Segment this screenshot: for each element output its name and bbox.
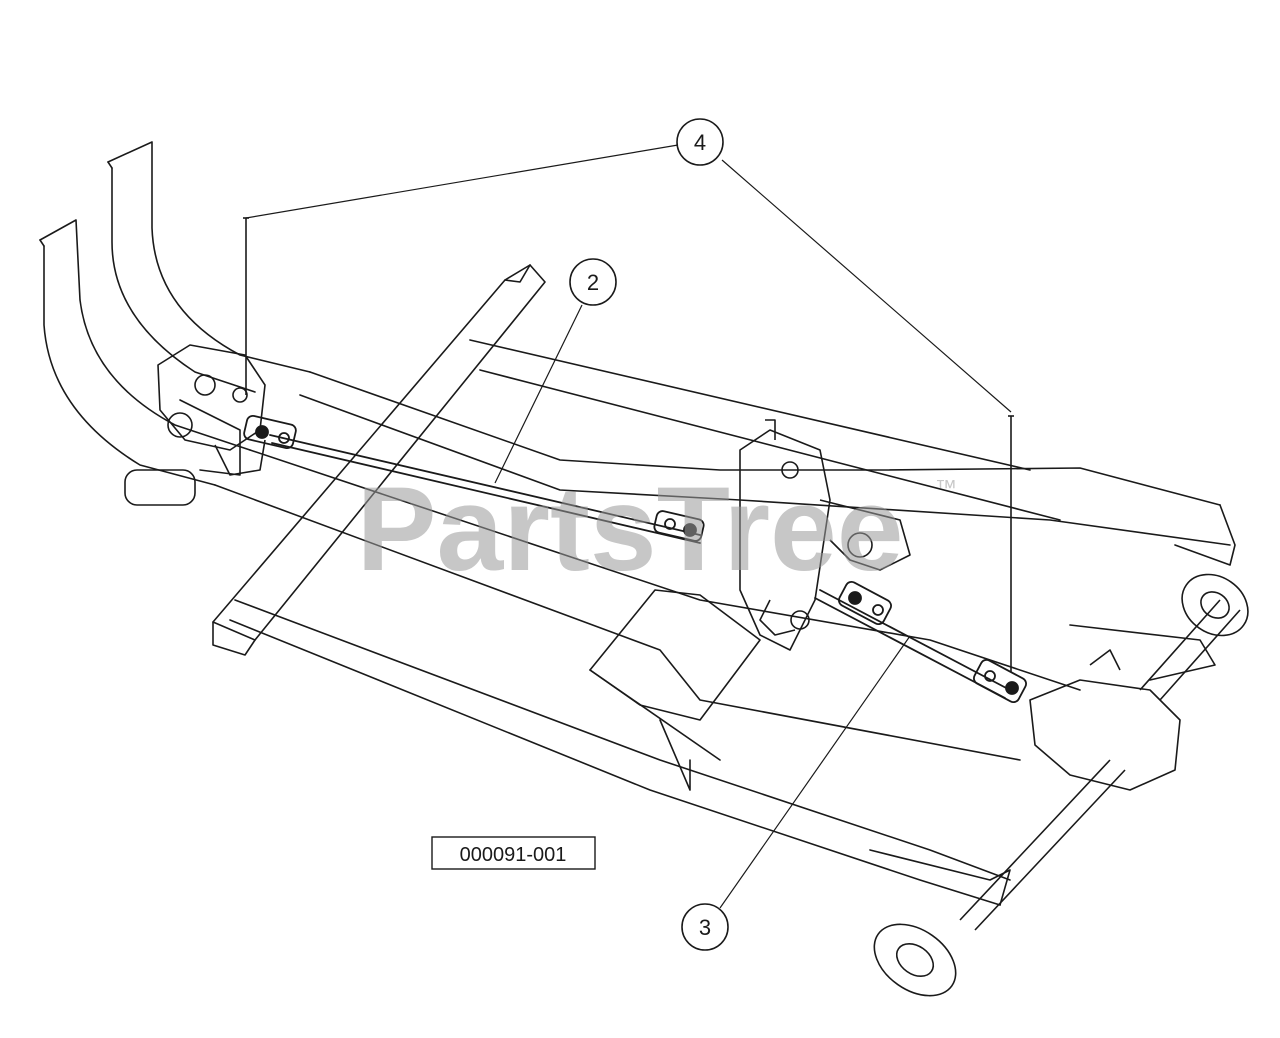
rear-axle: [873, 573, 1249, 997]
callout-2-label: 2: [587, 270, 599, 295]
watermark-text: PartsTree: [356, 462, 903, 596]
watermark-trademark: ™: [935, 475, 957, 500]
front-gearbox: [157, 344, 266, 476]
mounting-pins: [243, 217, 1014, 672]
callout-4-label: 4: [694, 130, 706, 155]
drive-shaft-rear: [814, 580, 1027, 704]
callout-4-marker[interactable]: 4: [676, 118, 724, 166]
center-transmission: [739, 419, 911, 651]
figure-code-label: 000091-001: [460, 844, 567, 866]
chassis-frame: [39, 141, 1236, 906]
leader-lines: [245, 144, 1012, 909]
figure-code-box: 000091-001: [431, 836, 596, 870]
callout-2-marker[interactable]: 2: [569, 258, 617, 306]
callout-3-label: 3: [699, 915, 711, 940]
callout-3-marker[interactable]: 3: [681, 903, 729, 951]
drive-shaft-front: [243, 414, 705, 544]
watermark: PartsTree ™: [356, 462, 957, 596]
